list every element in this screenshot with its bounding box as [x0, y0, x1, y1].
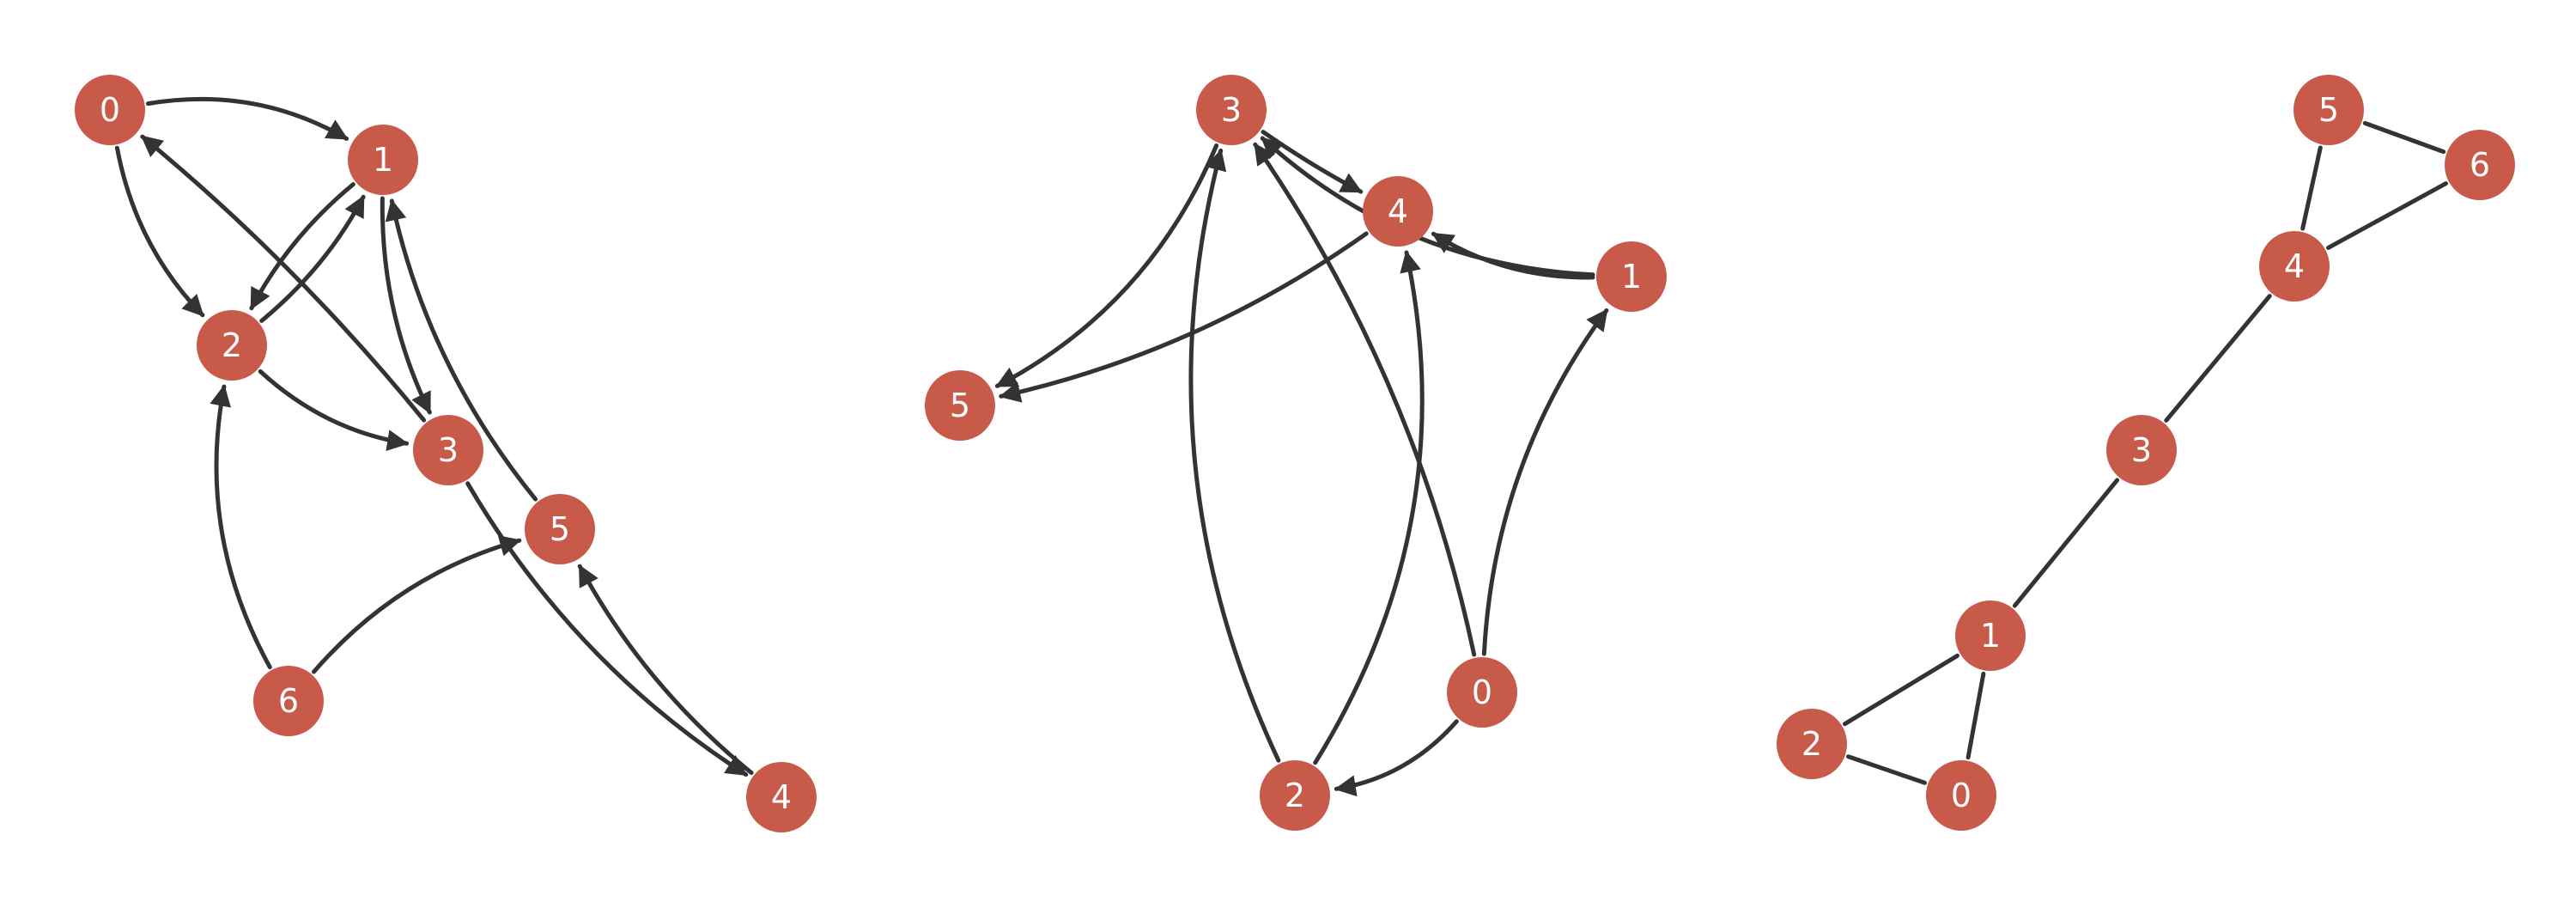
- right-edge-4-to-3: [2164, 294, 2272, 423]
- right-node-3-label: 3: [2131, 431, 2152, 469]
- left-node-0: 0: [75, 75, 145, 145]
- left-node-1: 1: [348, 125, 418, 195]
- left-node-3: 3: [413, 415, 483, 485]
- middle-node-4-circle: [1363, 176, 1433, 247]
- right-edges: [1843, 120, 2448, 785]
- left-node-5: 5: [525, 494, 595, 564]
- middle-node-5: 5: [925, 370, 995, 441]
- middle-node-2-circle: [1260, 760, 1330, 831]
- middle-node-2-label: 2: [1285, 777, 1305, 814]
- right-edge-4-to-6: [2326, 181, 2448, 250]
- left-edge-6-to-2: [210, 384, 272, 670]
- middle-node-4: 4: [1363, 176, 1433, 247]
- middle-nodes: 0 1 2 3 4 5: [925, 75, 1667, 831]
- left-edge-5-to-1: [385, 198, 538, 502]
- left-node-6-label: 6: [278, 682, 299, 720]
- middle-node-1-circle: [1596, 241, 1667, 312]
- left-nodes: 0 1 2 3 4 5 6: [75, 75, 817, 832]
- left-edge-3-to-4: [465, 481, 749, 777]
- left-node-2-circle: [197, 310, 267, 381]
- left-node-0-circle: [75, 75, 145, 145]
- left-node-3-label: 3: [438, 431, 459, 469]
- middle-edge-1-to-4: [1431, 231, 1595, 280]
- left-edge-6-to-5: [312, 535, 522, 674]
- left-edge-2-to-1: [259, 194, 366, 323]
- left-node-2-label: 2: [222, 326, 242, 364]
- left-node-4-label: 4: [771, 778, 792, 816]
- left-edge-1-to-2: [249, 182, 355, 311]
- left-node-1-label: 1: [373, 141, 393, 179]
- right-node-0-circle: [1926, 760, 1996, 831]
- right-nodes: 0 1 2 3 4 5 6: [1777, 75, 2515, 831]
- right-edge-5-to-6: [2362, 120, 2446, 155]
- middle-node-0-circle: [1447, 657, 1517, 728]
- right-edge-1-to-0: [1965, 671, 1986, 760]
- left-edge-2-to-3: [258, 369, 410, 451]
- right-node-4-circle: [2259, 231, 2330, 302]
- middle-edge-0-to-2: [1334, 719, 1459, 797]
- right-edge-3-to-1: [2012, 478, 2120, 608]
- left-node-0-label: 0: [100, 91, 120, 129]
- graph-left: 0 1 2 3 4 5 6: [75, 75, 817, 832]
- middle-node-3: 3: [1196, 75, 1267, 145]
- left-node-5-circle: [525, 494, 595, 564]
- right-node-1-label: 1: [1980, 617, 2001, 655]
- right-node-5: 5: [2293, 75, 2364, 145]
- right-node-1-circle: [1955, 600, 2026, 671]
- middle-node-2: 2: [1260, 760, 1330, 831]
- left-node-6-circle: [253, 666, 324, 736]
- left-node-4: 4: [746, 762, 817, 832]
- left-edge-0-to-1: [145, 96, 349, 141]
- right-node-0-label: 0: [1951, 777, 1971, 814]
- left-edge-4-to-5: [577, 564, 754, 776]
- middle-edge-3-to-4: [1261, 130, 1364, 194]
- right-node-2: 2: [1777, 709, 1847, 779]
- graph-right: 0 1 2 3 4 5 6: [1777, 75, 2515, 831]
- left-edges: [114, 96, 754, 777]
- middle-node-3-label: 3: [1221, 91, 1242, 129]
- left-edge-0-to-2: [114, 145, 205, 318]
- graph-middle: 0 1 2 3 4 5: [925, 75, 1667, 831]
- right-edge-1-to-2: [1843, 653, 1959, 727]
- left-node-2: 2: [197, 310, 267, 381]
- left-node-6: 6: [253, 666, 324, 736]
- right-edge-2-to-0: [1846, 754, 1927, 785]
- middle-edge-4-to-5: [999, 231, 1369, 403]
- right-node-6-label: 6: [2470, 146, 2490, 184]
- middle-edge-3-to-5: [994, 143, 1219, 388]
- right-node-2-label: 2: [1801, 725, 1822, 763]
- right-node-4-label: 4: [2284, 247, 2305, 285]
- right-node-5-label: 5: [2318, 91, 2339, 129]
- right-node-5-circle: [2293, 75, 2364, 145]
- middle-node-1: 1: [1596, 241, 1667, 312]
- middle-edge-2-to-4: [1313, 250, 1425, 765]
- left-node-3-circle: [413, 415, 483, 485]
- right-edge-5-to-4: [2300, 145, 2323, 231]
- right-node-1: 1: [1955, 600, 2026, 671]
- middle-edge-2-to-3: [1188, 148, 1281, 763]
- left-node-4-circle: [746, 762, 817, 832]
- middle-node-0: 0: [1447, 657, 1517, 728]
- left-edge-3-to-0: [140, 134, 427, 423]
- middle-node-4-label: 4: [1388, 192, 1408, 230]
- middle-edge-0-to-3: [1253, 142, 1477, 657]
- middle-node-3-circle: [1196, 75, 1267, 145]
- left-node-1-circle: [348, 125, 418, 195]
- middle-edge-0-to-1: [1481, 308, 1609, 656]
- right-node-2-circle: [1777, 709, 1847, 779]
- left-node-5-label: 5: [550, 510, 570, 548]
- right-node-0: 0: [1926, 760, 1996, 831]
- right-node-6-circle: [2445, 130, 2515, 200]
- right-node-3: 3: [2106, 415, 2177, 485]
- middle-node-5-label: 5: [950, 387, 970, 424]
- left-edge-1-to-3: [380, 196, 432, 415]
- middle-node-5-circle: [925, 370, 995, 441]
- middle-node-1-label: 1: [1621, 258, 1642, 296]
- right-node-4: 4: [2259, 231, 2330, 302]
- middle-node-0-label: 0: [1472, 673, 1492, 711]
- right-node-3-circle: [2106, 415, 2177, 485]
- right-node-6: 6: [2445, 130, 2515, 200]
